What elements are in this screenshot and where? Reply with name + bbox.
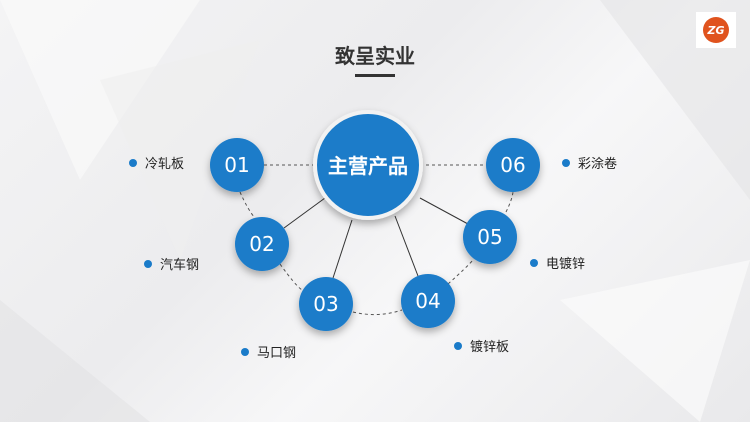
node-05 [463,210,517,264]
node-06 [486,138,540,192]
product-name: 冷轧板 [145,157,185,172]
product-name: 镀锌板 [470,340,510,355]
product-label: 马口钢 [241,342,296,361]
center-node [313,110,423,220]
product-label: 彩涂卷 [562,153,617,172]
product-label: 冷轧板 [129,153,184,172]
product-name: 电镀锌 [546,257,586,272]
product-name: 汽车钢 [160,258,200,273]
bullet-icon [241,347,249,356]
bullet-icon [144,259,152,268]
node-number: 01 [224,153,250,177]
page-title: 致呈实业 [335,44,415,68]
node-number: 06 [500,153,526,177]
node-02 [235,217,289,271]
node-number: 05 [477,225,503,249]
bullet-icon [530,258,538,267]
product-label: 镀锌板 [454,336,509,355]
company-logo: ZG [696,12,736,48]
node-01 [210,138,264,192]
bullet-icon [454,341,462,350]
solid-connectors [283,197,469,279]
node-number: 04 [415,289,441,313]
node-04 [401,274,455,328]
node-03 [299,277,353,331]
dashed-connectors [239,164,514,316]
logo-icon: ZG [703,17,729,43]
bullet-icon [129,158,137,167]
bullet-icon [562,158,570,167]
product-label: 汽车钢 [144,254,199,273]
node-number: 03 [313,292,339,316]
product-label: 电镀锌 [530,253,585,272]
node-number: 02 [249,232,275,256]
center-label: 主营产品 [328,154,408,178]
product-name: 彩涂卷 [578,157,618,172]
product-name: 马口钢 [257,346,297,361]
title-underline [355,74,395,77]
